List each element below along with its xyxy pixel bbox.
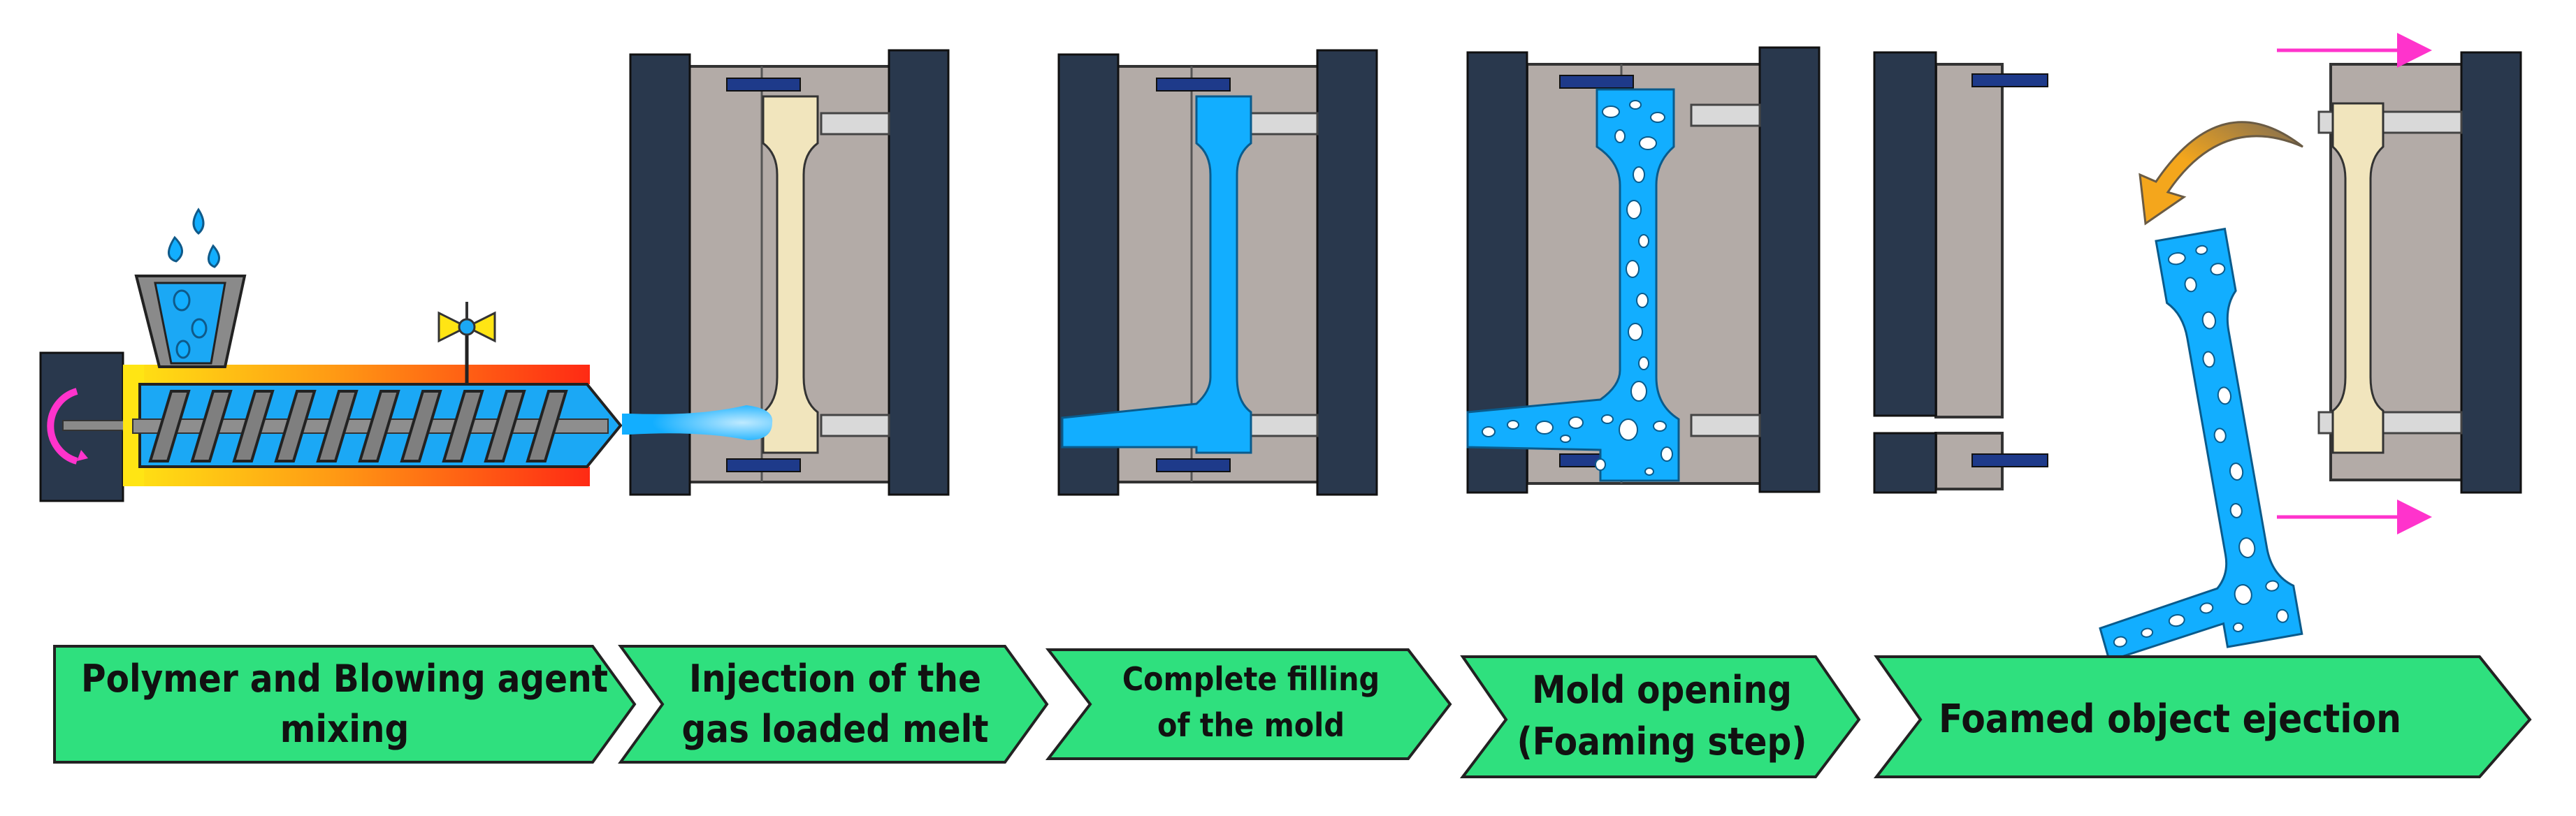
rotation-arrow-icon: [2139, 121, 2303, 226]
screw-flights: [148, 390, 568, 462]
moving-platen: [888, 49, 950, 496]
step-arrow-ejection: Foamed object ejection: [1873, 655, 2532, 778]
step-arrow-mixing: Polymer and Blowing agent mixing: [53, 645, 637, 764]
step-label-line2: of the mold: [1157, 706, 1345, 744]
heater-band-bottom: [123, 467, 590, 486]
gas-bubbles: [1482, 100, 1673, 476]
step-label-line1: Polymer and Blowing agent: [81, 657, 608, 701]
step-arrow-injection: Injection of the gas loaded melt: [618, 645, 1049, 764]
melt-stream: [622, 405, 773, 440]
polymer-pellets: [168, 207, 220, 268]
empty-cavity-ejection: [2331, 102, 2385, 454]
tie-bar-top: [820, 112, 890, 136]
step-label-line1: Complete filling: [1122, 660, 1380, 698]
step-arrows: Polymer and Blowing agent mixing Injecti…: [53, 645, 2532, 778]
foamed-part: [1466, 88, 1680, 482]
step-label-line1: Mold opening: [1532, 668, 1792, 712]
gas-valve-icon: [437, 302, 496, 384]
step-label-line1: Foamed object ejection: [1939, 697, 2401, 742]
ejected-foamed-part: [2099, 227, 2303, 662]
step-label-line1: Injection of the: [689, 657, 981, 701]
step-arrow-filling: Complete filling of the mold: [1045, 648, 1452, 760]
step-label-line2: mixing: [280, 707, 410, 751]
motor-icon: [39, 351, 133, 502]
tie-bar-bottom: [820, 414, 890, 437]
extruder: [39, 207, 623, 502]
hopper-icon: [134, 275, 247, 368]
mold-stage-ejection: [1873, 33, 2522, 662]
empty-cavity: [762, 95, 819, 454]
mold-stage-foaming: [1466, 46, 1821, 494]
step-label-line2: gas loaded melt: [681, 707, 988, 751]
mold-stage-filled: [1057, 49, 1378, 496]
step-arrow-opening: Mold opening (Foaming step): [1459, 655, 1861, 778]
mold-stage-injection: [622, 49, 950, 496]
filled-part: [1061, 95, 1252, 454]
step-label-line2: (Foaming step): [1517, 720, 1807, 764]
